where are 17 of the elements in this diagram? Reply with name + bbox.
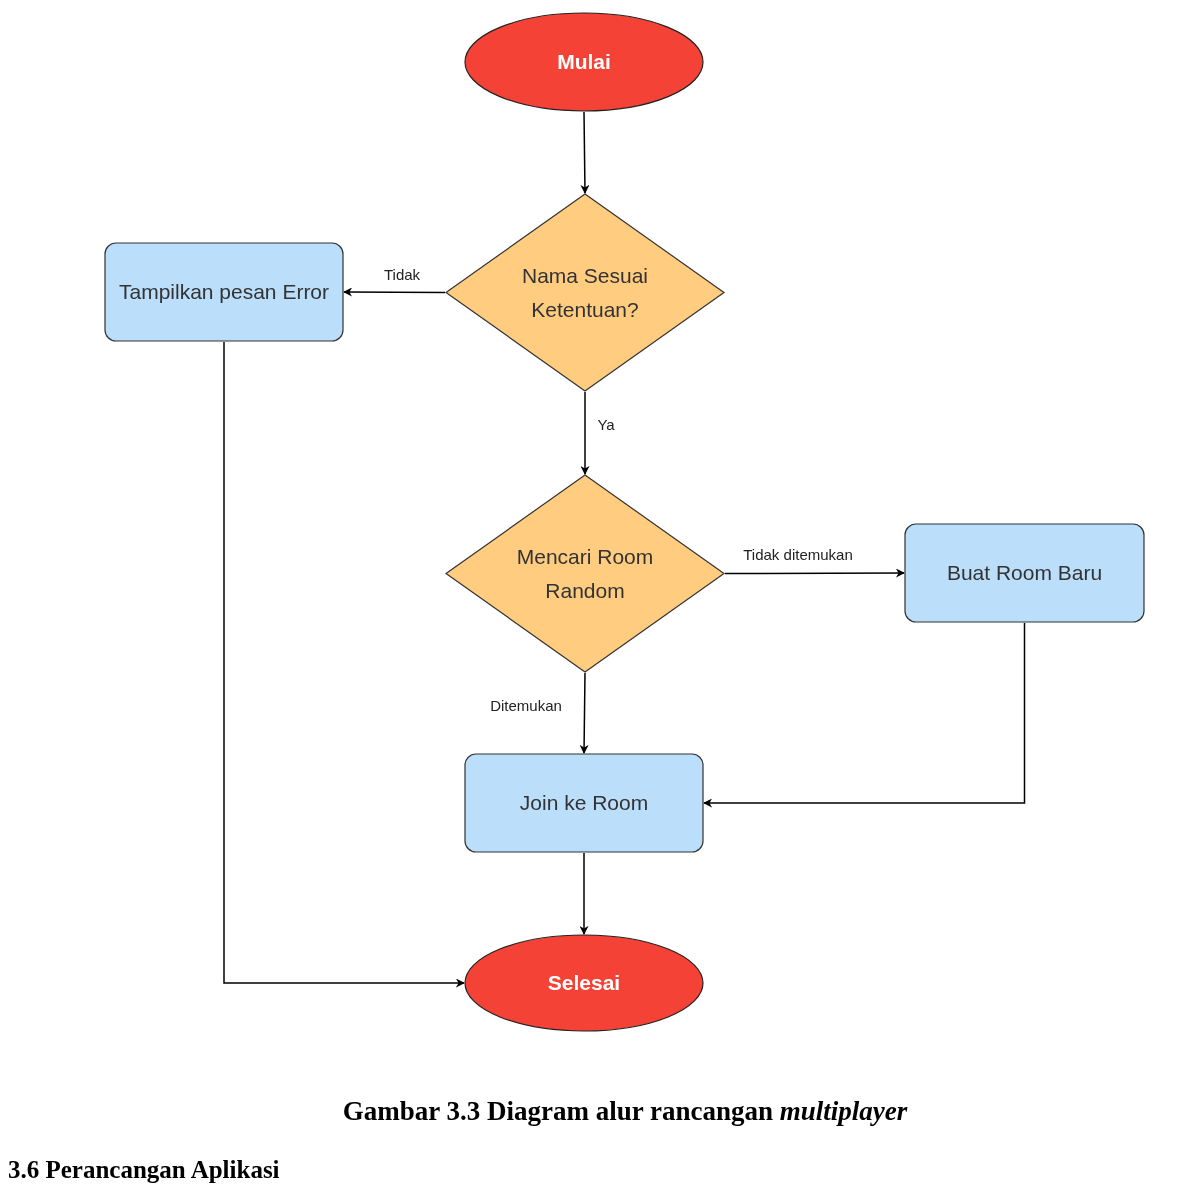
arrow xyxy=(580,111,590,194)
arrow xyxy=(580,391,590,475)
node-label: Mencari Room Random xyxy=(515,543,655,604)
node-label: Join ke Room xyxy=(519,790,649,817)
arrow xyxy=(724,568,905,578)
node-label: Mulai xyxy=(557,49,611,76)
arrow xyxy=(343,287,446,297)
node-label: Buat Room Baru xyxy=(946,560,1103,587)
node-label: Selesai xyxy=(547,970,621,997)
node-label: Tampilkan pesan Error xyxy=(118,279,330,306)
section-heading: 3.6 Perancangan Aplikasi xyxy=(8,1156,280,1184)
arrow xyxy=(703,622,1026,808)
figure-caption: Gambar 3.3 Diagram alur rancangan multiplayer xyxy=(342,1096,908,1127)
arrow xyxy=(223,341,465,988)
node-label: Nama Sesuai Ketentuan? xyxy=(520,262,650,323)
arrow xyxy=(579,852,589,935)
arrow xyxy=(579,672,589,754)
